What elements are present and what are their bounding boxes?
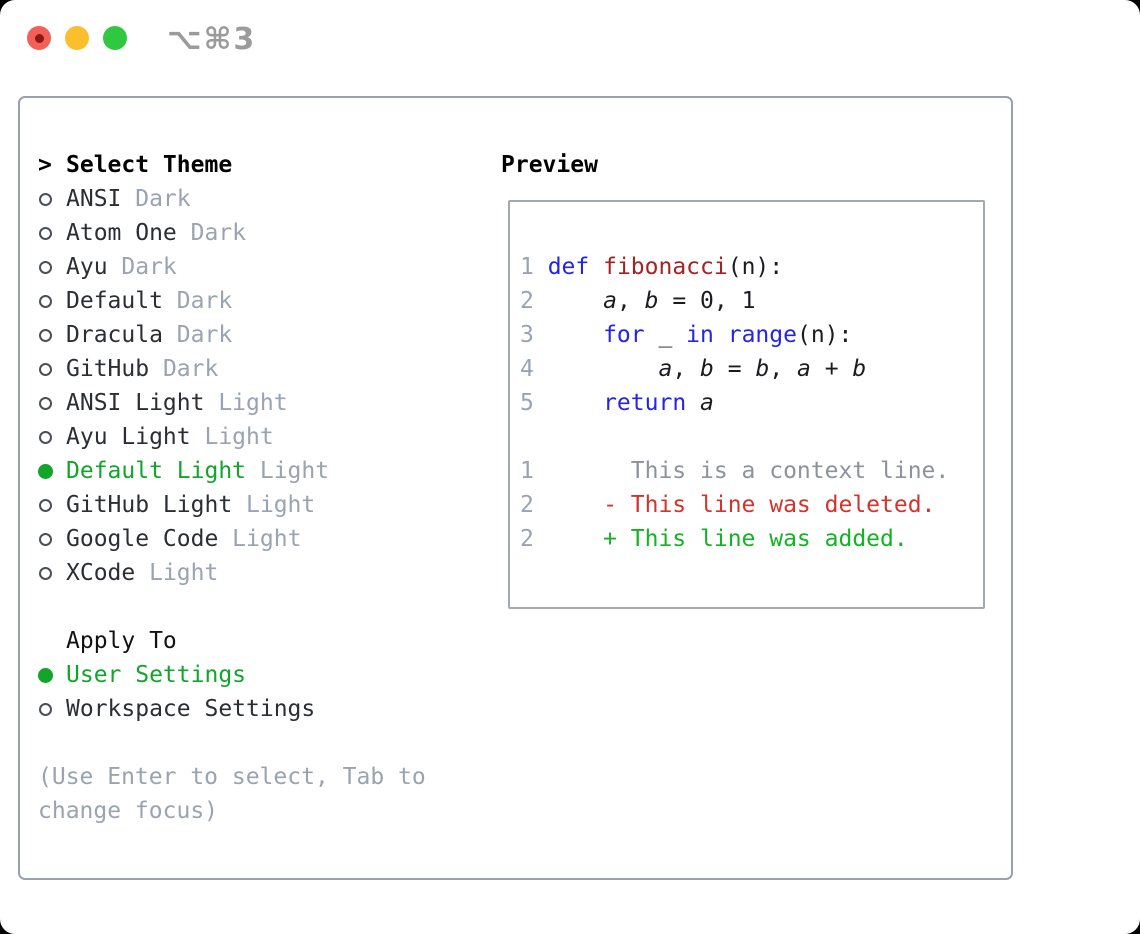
theme-option-ayu[interactable]: Ayu Dark: [38, 250, 483, 284]
line-number: 1: [520, 458, 534, 484]
option-label: ANSI: [66, 186, 122, 212]
theme-option-xcode[interactable]: XCode Light: [38, 556, 483, 590]
prompt-caret-icon: >: [38, 152, 52, 178]
theme-option-atom-one[interactable]: Atom One Dark: [38, 216, 483, 250]
line-number: 2: [520, 288, 534, 314]
option-label: Ayu: [66, 254, 108, 280]
theme-option-ansi-light[interactable]: ANSI Light Light: [38, 386, 483, 420]
radio-icon: [39, 328, 52, 342]
code-line: 2 a, b = 0, 1: [520, 288, 756, 314]
theme-option-default[interactable]: Default Dark: [38, 284, 483, 318]
radio-icon: [39, 192, 52, 206]
code-line: 3 for _ in range(n):: [520, 322, 853, 348]
minimize-button[interactable]: [65, 26, 89, 50]
option-label: Atom One: [66, 220, 177, 246]
preview-title: Preview: [501, 152, 598, 178]
code-line: 2 + This line was added.: [520, 526, 908, 552]
line-number: 4: [520, 356, 534, 382]
radio-icon: [39, 430, 52, 444]
hint-line-1: (Use Enter to select, Tab to: [38, 764, 426, 790]
option-label: Google Code: [66, 526, 219, 552]
theme-variant-tag: Dark: [107, 254, 177, 280]
theme-variant-tag: Dark: [162, 288, 233, 314]
option-label: Workspace Settings: [66, 696, 316, 722]
theme-variant-tag: Light: [218, 526, 302, 552]
line-number: 1: [520, 254, 534, 280]
option-label: XCode: [66, 560, 136, 586]
theme-variant-tag: Dark: [162, 322, 233, 348]
line-number: 2: [520, 492, 534, 518]
theme-variant-tag: Light: [190, 424, 274, 450]
radio-icon: [39, 532, 52, 546]
radio-icon: [39, 566, 52, 580]
theme-option-ayu-light[interactable]: Ayu Light Light: [38, 420, 483, 454]
hint-line-2: change focus): [38, 798, 219, 824]
line-number: 3: [520, 322, 534, 348]
code-line: 1 This is a context line.: [520, 458, 950, 484]
title-bar: ⌥⌘3: [0, 0, 1140, 76]
theme-variant-tag: Light: [232, 492, 316, 518]
apply-option-workspace-settings[interactable]: Workspace Settings: [38, 692, 483, 726]
theme-variant-tag: Dark: [176, 220, 247, 246]
traffic-lights: [27, 26, 127, 50]
close-button[interactable]: [27, 26, 51, 50]
radio-icon: [39, 226, 52, 240]
option-label: GitHub Light: [66, 492, 233, 518]
line-number: 5: [520, 390, 534, 416]
option-label: Dracula: [66, 322, 163, 348]
theme-variant-tag: Dark: [121, 186, 191, 212]
theme-option-ansi[interactable]: ANSI Dark: [38, 182, 483, 216]
theme-variant-tag: Light: [135, 560, 219, 586]
theme-variant-tag: Dark: [149, 356, 219, 382]
radio-icon: [39, 362, 52, 376]
radio-selected-icon: [38, 667, 53, 683]
spacer-row: [38, 590, 483, 624]
apply-to-header: Apply To: [38, 624, 483, 658]
code-line: 2 - This line was deleted.: [520, 492, 936, 518]
zoom-button[interactable]: [103, 26, 127, 50]
select-theme-header: > Select Theme: [38, 148, 483, 182]
apply-option-user-settings[interactable]: User Settings: [38, 658, 483, 692]
apply-to-title: Apply To: [66, 628, 177, 654]
theme-option-github-light[interactable]: GitHub Light Light: [38, 488, 483, 522]
theme-option-github[interactable]: GitHub Dark: [38, 352, 483, 386]
theme-option-dracula[interactable]: Dracula Dark: [38, 318, 483, 352]
line-number: 2: [520, 526, 534, 552]
option-label: Default: [66, 288, 163, 314]
theme-option-default-light[interactable]: Default Light Light: [38, 454, 483, 488]
radio-icon: [39, 498, 52, 512]
code-line: [520, 420, 983, 454]
spacer-row: [38, 726, 483, 760]
close-modified-dot-icon: [34, 33, 44, 43]
code-line: 4 a, b = b, a + b: [520, 356, 867, 382]
radio-selected-icon: [38, 463, 53, 479]
radio-icon: [39, 702, 52, 716]
option-label: GitHub: [66, 356, 150, 382]
radio-icon: [39, 294, 52, 308]
radio-icon: [39, 260, 52, 274]
code-line: 5 return a: [520, 390, 714, 416]
option-label: Default Light: [66, 458, 247, 484]
window-title-shortcut: ⌥⌘3: [167, 22, 257, 57]
theme-variant-tag: Light: [204, 390, 288, 416]
option-label: ANSI Light: [66, 390, 205, 416]
theme-option-google-code[interactable]: Google Code Light: [38, 522, 483, 556]
theme-variant-tag: Light: [246, 458, 330, 484]
select-theme-title: Select Theme: [66, 152, 233, 178]
option-label: User Settings: [66, 662, 247, 688]
option-label: Ayu Light: [66, 424, 191, 450]
radio-icon: [39, 396, 52, 410]
